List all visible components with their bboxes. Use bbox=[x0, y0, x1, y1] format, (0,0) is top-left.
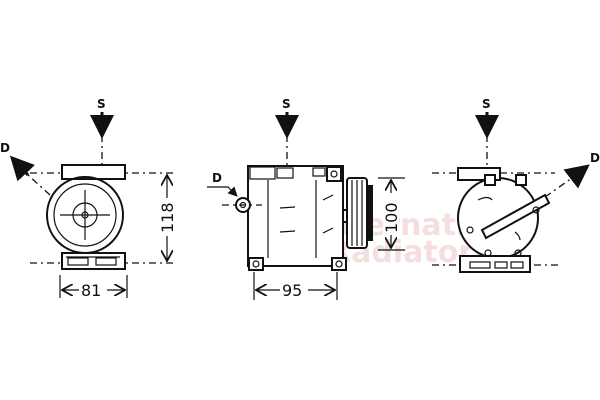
suction-label: S bbox=[282, 97, 291, 111]
discharge-arrow-icon bbox=[9, 155, 36, 182]
discharge-label: D bbox=[590, 151, 600, 165]
front-view: S D 118 81 bbox=[0, 97, 177, 300]
suction-label: S bbox=[97, 97, 106, 111]
discharge-arrow-icon bbox=[207, 186, 238, 197]
width-dimension: 81 bbox=[81, 281, 101, 300]
height-dimension: 100 bbox=[382, 202, 401, 233]
width-dimension: 95 bbox=[282, 281, 302, 300]
discharge-label: D bbox=[212, 171, 222, 185]
height-dimension: 118 bbox=[158, 202, 177, 233]
discharge-arrow-icon bbox=[563, 164, 590, 189]
discharge-label: D bbox=[0, 141, 10, 155]
side-view: S D 100 95 bbox=[207, 97, 405, 300]
rear-view: S D bbox=[432, 97, 600, 273]
suction-label: S bbox=[482, 97, 491, 111]
